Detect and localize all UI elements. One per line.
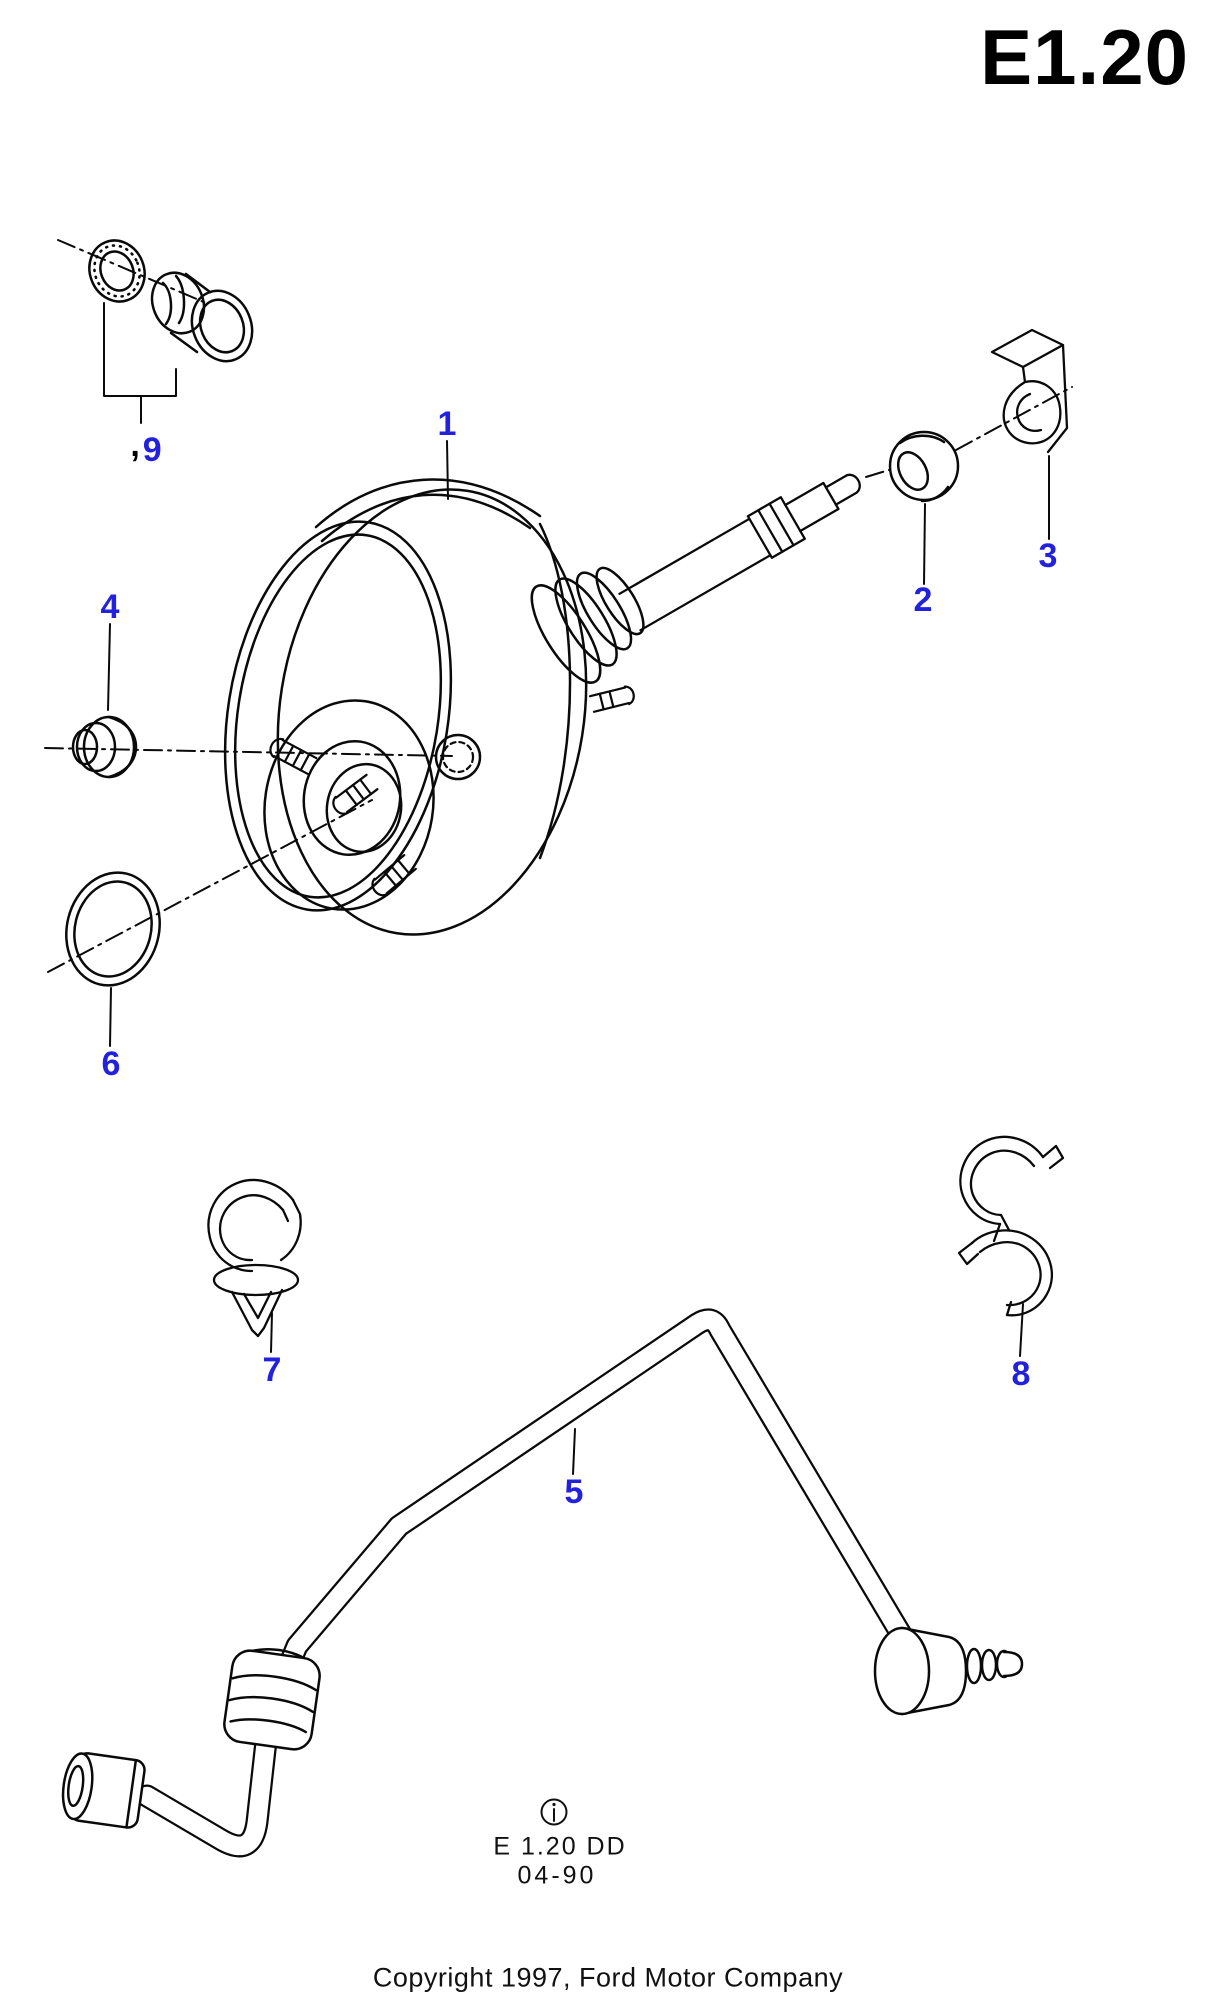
- part-label-6: 6: [102, 1047, 121, 1081]
- copyright-line: Copyright 1997, Ford Motor Company: [372, 1962, 844, 1993]
- page-title: E1.20: [980, 13, 1189, 101]
- clip-8-drawing: [957, 1135, 1065, 1317]
- drawing-date: 04-90: [517, 1861, 597, 1890]
- part-label-6-text: 6: [101, 1045, 121, 1083]
- drawing-code: E 1.20 DD: [493, 1832, 627, 1861]
- centerline-mounting-stud: [44, 747, 453, 757]
- part-label-1: 1: [438, 407, 457, 441]
- leader-2: [923, 503, 926, 585]
- part-label-2: 2: [914, 583, 933, 617]
- centerline-pushrod: [865, 469, 890, 478]
- clip-7-drawing: [207, 1178, 302, 1338]
- leader-6: [109, 987, 112, 1047]
- leader-7: [270, 1312, 273, 1353]
- part-label-4: 4: [101, 590, 120, 624]
- stud-lower: [371, 854, 417, 897]
- leader-4: [107, 623, 111, 711]
- centerline-clip: [955, 386, 1073, 451]
- part-label-8-text: 8: [1011, 1355, 1031, 1393]
- centerline-oring-stud: [47, 799, 373, 973]
- nut-9-drawing: [150, 271, 254, 363]
- dome-nut-4-drawing: [71, 715, 138, 779]
- part-label-9-prefix: ,: [130, 426, 140, 464]
- bellows: [530, 566, 645, 684]
- part-label-7-text: 7: [262, 1351, 282, 1389]
- washer-9-drawing: [88, 239, 146, 303]
- centerline-washer-nut: [57, 239, 207, 304]
- bushing-2-drawing: [888, 430, 960, 503]
- part-label-5: 5: [565, 1475, 584, 1509]
- pipe-connector: [223, 1647, 321, 1751]
- part-label-3-text: 3: [1038, 537, 1058, 575]
- clip-3-drawing: [990, 328, 1069, 454]
- info-icon: [540, 1796, 568, 1828]
- pipe-end-left: [61, 1752, 146, 1829]
- part-label-9-text: 9: [142, 431, 162, 469]
- part-label-2-text: 2: [913, 581, 933, 619]
- vacuum-pipe-5-drawing: [61, 1308, 1024, 1858]
- leader-1: [446, 440, 449, 500]
- leader-8: [1019, 1303, 1024, 1357]
- o-ring-6-drawing: [65, 871, 161, 987]
- part-label-8: 8: [1012, 1357, 1031, 1391]
- push-rod: [618, 473, 861, 632]
- part-label-9: ,9: [130, 428, 162, 469]
- leader-lines: [107, 440, 1050, 1475]
- part-label-1-text: 1: [437, 405, 457, 443]
- part-label-3: 3: [1039, 539, 1058, 573]
- part-label-5-text: 5: [564, 1473, 584, 1511]
- rear-stud: [588, 685, 635, 713]
- pipe-end-right: [873, 1626, 1024, 1716]
- stud-center: [332, 773, 379, 815]
- stud-upper: [269, 737, 318, 776]
- leader-9: [103, 302, 177, 424]
- part-label-4-text: 4: [100, 588, 120, 626]
- brake-booster-drawing: [223, 473, 861, 936]
- leader-5: [572, 1428, 576, 1475]
- part-label-7: 7: [263, 1353, 282, 1387]
